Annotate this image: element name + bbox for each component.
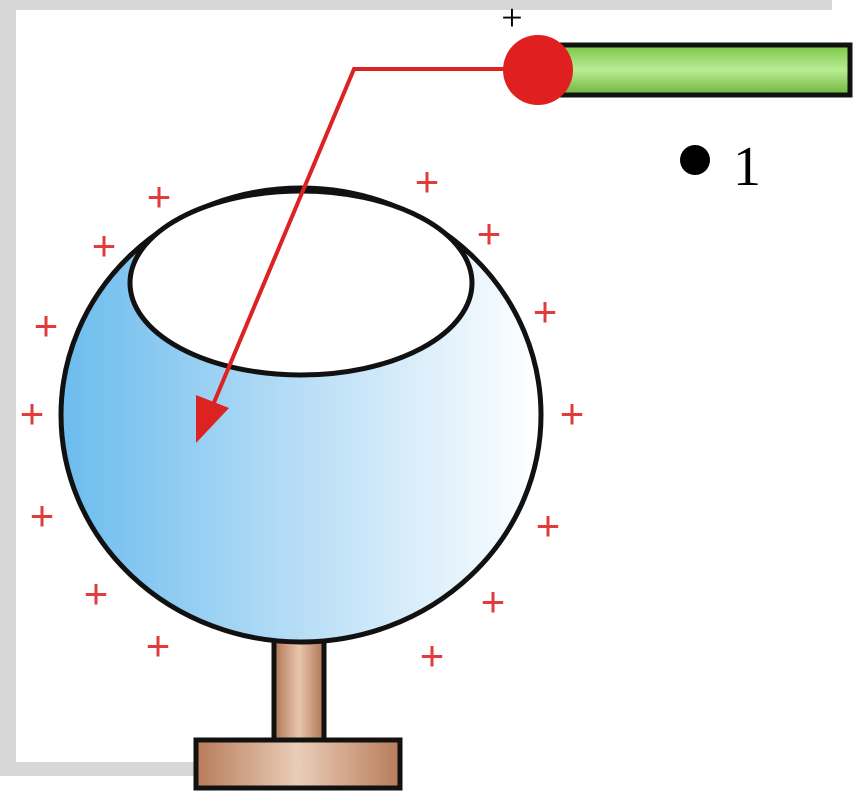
- insulating-rod: [545, 42, 853, 98]
- arrow-head: [196, 395, 229, 443]
- surface-charge: +: [420, 632, 445, 679]
- sphere-opening: [127, 188, 475, 378]
- surface-charge: +: [481, 578, 506, 625]
- surface-charge: +: [536, 502, 561, 549]
- backdrop-bottom-strip: [0, 762, 200, 776]
- surface-charge: +: [415, 158, 440, 205]
- charged-ball: [503, 35, 573, 105]
- surface-charge: +: [30, 492, 55, 539]
- surface-charge: +: [560, 390, 585, 437]
- surface-charge: +: [533, 288, 558, 335]
- surface-charge: +: [20, 390, 45, 437]
- surface-charge: +: [477, 210, 502, 257]
- surface-charge: +: [92, 222, 117, 269]
- point-1-label: 1: [733, 136, 761, 198]
- surface-charge: +: [84, 570, 109, 617]
- trajectory-line: [208, 67, 506, 413]
- surface-charges: + + + + + + + + + + + + + +: [20, 158, 585, 679]
- rod-charge-label: +: [501, 0, 522, 39]
- surface-charge: +: [34, 302, 59, 349]
- surface-charge: +: [146, 622, 171, 669]
- stand-base: [193, 737, 403, 791]
- stand-post: [271, 635, 327, 745]
- point-1-dot: [680, 145, 710, 175]
- surface-charge: +: [147, 173, 172, 220]
- backdrop-top-strip: [0, 0, 832, 10]
- backdrop-left-strip: [0, 0, 16, 775]
